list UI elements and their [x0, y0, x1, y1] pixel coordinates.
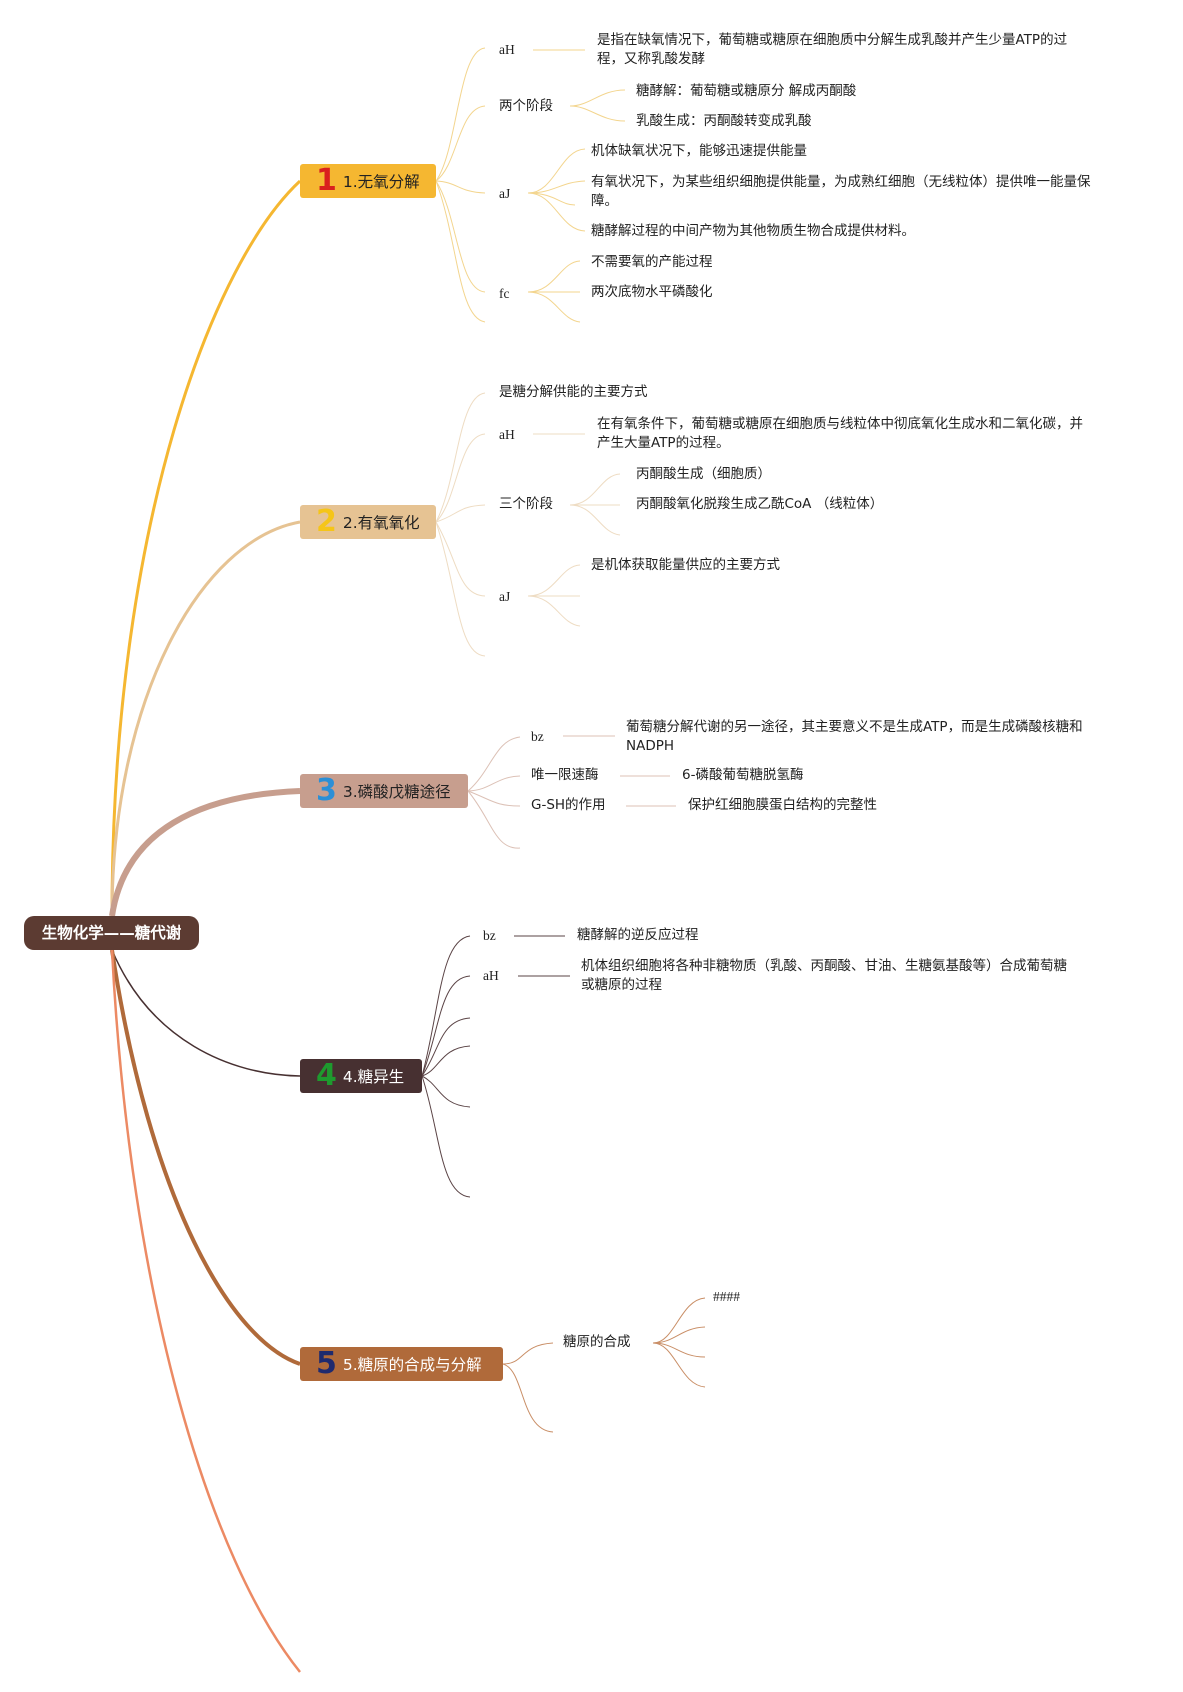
topic-number-badge: 5: [316, 1346, 337, 1381]
topic-5-fan: [502, 1297, 706, 1433]
branch-label[interactable]: bz: [483, 928, 496, 943]
leaf-text[interactable]: 在有氧条件下，葡萄糖或糖原在细胞质与线粒体中彻底氧化生成水和二氧化碳，并产生大量…: [597, 416, 1083, 451]
leaf-text[interactable]: 糖酵解：葡萄糖或糖原分 解成丙酮酸: [636, 83, 857, 99]
topic-5[interactable]: 5 5.糖原的合成与分解: [300, 1347, 503, 1381]
leaf-text[interactable]: 是机体获取能量供应的主要方式: [591, 557, 780, 573]
leaf-text[interactable]: 两次底物水平磷酸化: [591, 284, 713, 300]
leaf-text[interactable]: 机体缺氧状况下，能够迅速提供能量: [591, 143, 807, 159]
trunk-tail: [110, 949, 301, 1673]
branch-label[interactable]: aH: [499, 42, 515, 57]
leaf-text[interactable]: 葡萄糖分解代谢的另一途径，其主要意义不是生成ATP，而是生成磷酸核糖和NADPH: [626, 719, 1083, 754]
leaf-text[interactable]: 保护红细胞膜蛋白结构的完整性: [688, 797, 877, 813]
topic-1-fan: [435, 47, 626, 323]
leaf-text[interactable]: 糖酵解的逆反应过程: [577, 927, 699, 943]
trunk-to-topic-1: [110, 179, 302, 917]
leaf-text[interactable]: 丙酮酸氧化脱羧生成乙酰CoA （线粒体）: [636, 496, 884, 512]
branch-label[interactable]: aJ: [499, 589, 511, 604]
branch-label[interactable]: bz: [531, 729, 544, 744]
topic-3[interactable]: 3 3.磷酸戊糖途径: [300, 774, 468, 808]
topic-3-fan: [467, 735, 676, 849]
trunk-to-topic-2: [110, 520, 301, 917]
topic-4[interactable]: 4 4.糖异生: [300, 1059, 422, 1093]
branch-label[interactable]: aH: [499, 427, 515, 442]
branch-label[interactable]: 三个阶段: [499, 496, 553, 512]
branch-label[interactable]: fc: [499, 286, 510, 301]
topic-label: 2.有氧氧化: [342, 514, 420, 532]
trunk-to-topic-5: [110, 949, 301, 1366]
topic-1[interactable]: 1 1.无氧分解: [300, 164, 436, 198]
topic-number-badge: 1: [316, 163, 337, 198]
leaf-text[interactable]: 糖酵解过程的中间产物为其他物质生物合成提供材料。: [591, 223, 915, 239]
leaf-text[interactable]: 6-磷酸葡萄糖脱氢酶: [682, 767, 804, 783]
leaf-text[interactable]: 乳酸生成：丙酮酸转变成乳酸: [636, 113, 812, 129]
topic-2-fan: [435, 392, 621, 657]
trunk-to-topic-4: [111, 949, 301, 1077]
branch-label[interactable]: 两个阶段: [499, 98, 553, 114]
topic-label: 3.磷酸戊糖途径: [342, 783, 451, 801]
branch-label[interactable]: aH: [483, 968, 499, 983]
leaf-text[interactable]: 丙酮酸生成（细胞质）: [636, 466, 771, 482]
topic-number-badge: 2: [316, 504, 337, 539]
branch-label[interactable]: 糖原的合成: [563, 1334, 631, 1350]
trunk-to-topic-3: [109, 788, 301, 917]
topic-2[interactable]: 2 2.有氧氧化: [300, 505, 436, 539]
branch-label[interactable]: 是糖分解供能的主要方式: [499, 384, 648, 400]
leaf-text[interactable]: 机体组织细胞将各种非糖物质（乳酸、丙酮酸、甘油、生糖氨基酸等）合成葡萄糖或糖原的…: [581, 958, 1067, 993]
leaf-text[interactable]: 不需要氧的产能过程: [591, 254, 713, 270]
leaf-text[interactable]: ####: [713, 1289, 740, 1304]
topic-label: 1.无氧分解: [342, 173, 420, 191]
topic-number-badge: 3: [316, 773, 337, 808]
leaf-text[interactable]: 是指在缺氧情况下，葡萄糖或糖原在细胞质中分解生成乳酸并产生少量ATP的过程，又称…: [597, 32, 1068, 67]
topic-label: 4.糖异生: [342, 1068, 405, 1086]
root-topic[interactable]: 生物化学——糖代谢: [24, 916, 199, 950]
leaf-text[interactable]: 有氧状况下，为某些组织细胞提供能量，为成熟红细胞（无线粒体）提供唯一能量保障。: [591, 174, 1091, 209]
branch-label[interactable]: 唯一限速酶: [531, 767, 599, 783]
branch-label[interactable]: aJ: [499, 186, 511, 201]
topic-4-fan: [421, 935, 570, 1198]
topic-label: 5.糖原的合成与分解: [342, 1356, 482, 1374]
branch-label[interactable]: G-SH的作用: [531, 797, 606, 813]
topic-number-badge: 4: [316, 1058, 337, 1093]
